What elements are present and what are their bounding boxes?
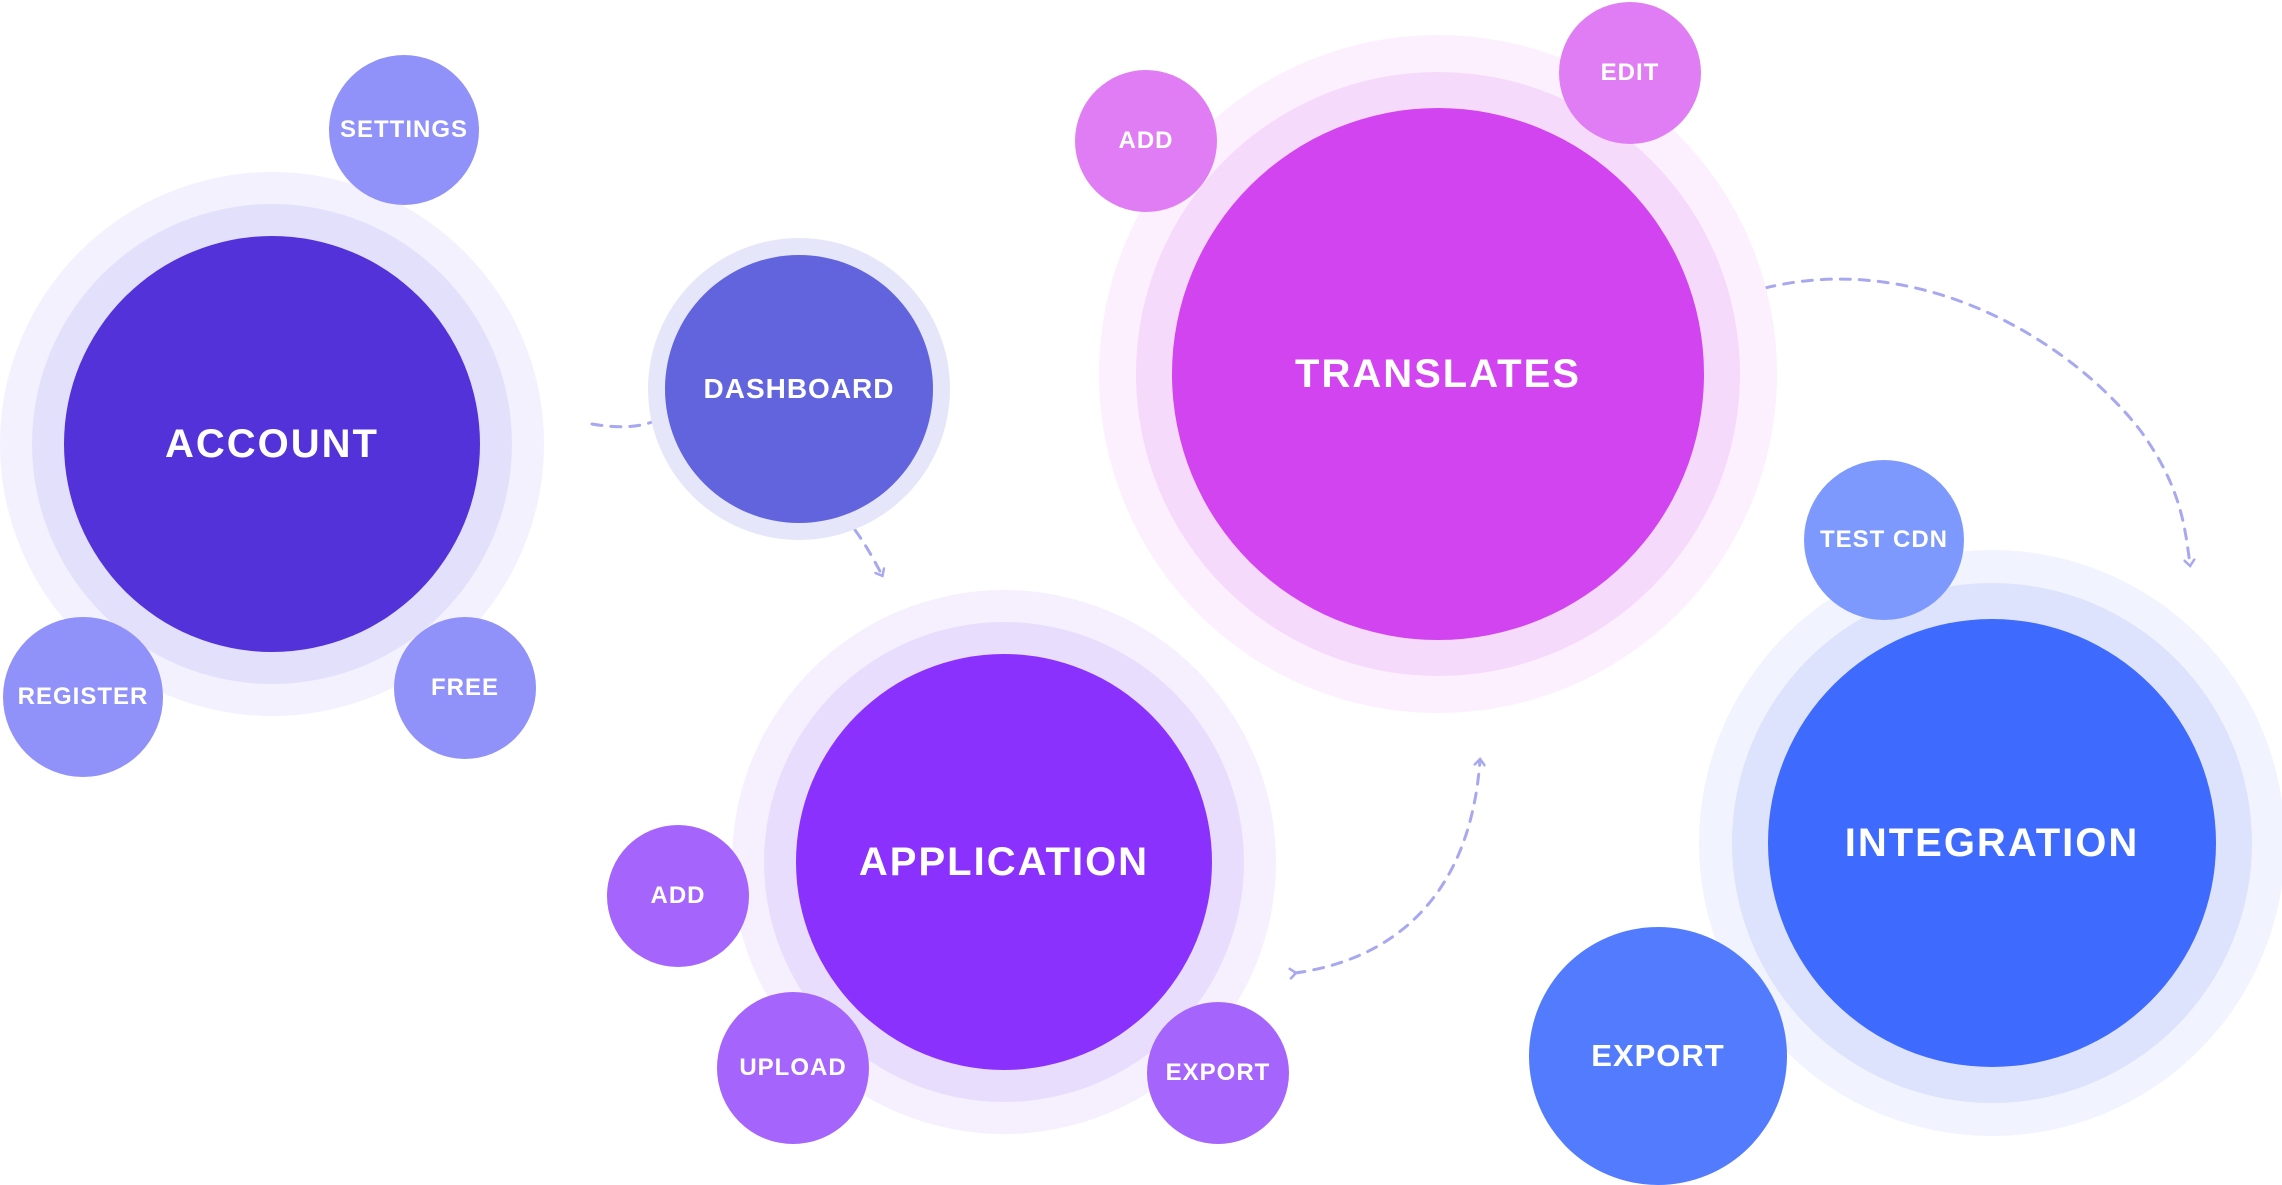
integration-test-cdn-label: TEST CDN [1820,526,1948,553]
account-settings-node[interactable]: SETTINGS [329,55,479,205]
connector-translates-integration [1763,277,2190,565]
application-add-node[interactable]: ADD [607,825,749,967]
translates-edit-node[interactable]: EDIT [1559,2,1701,144]
account-free-node[interactable]: FREE [394,617,536,759]
connector-dashboard-application [853,528,882,575]
integration-label: INTEGRATION [1844,820,2140,865]
application-label: APPLICATION [858,839,1150,884]
account-settings-label: SETTINGS [339,116,468,143]
account-register-node[interactable]: REGISTER [3,617,163,777]
translates-label: TRANSLATES [1295,351,1581,396]
integration-export-label: EXPORT [1591,1038,1725,1073]
account-node[interactable]: ACCOUNT [64,236,480,652]
application-export-label: EXPORT [1165,1059,1271,1086]
connector-application-translates [1295,760,1480,973]
account-free-label: FREE [430,674,499,701]
translates-node[interactable]: TRANSLATES [1172,108,1704,640]
connector-account-dashboard [590,420,654,429]
translates-add-node[interactable]: ADD [1075,70,1217,212]
application-upload-label: UPLOAD [739,1054,847,1081]
translates-add-label: ADD [1118,127,1174,154]
dashboard-label: DASHBOARD [703,373,895,404]
dashboard-node[interactable]: DASHBOARD [665,255,933,523]
application-node[interactable]: APPLICATION [796,654,1212,1070]
application-export-node[interactable]: EXPORT [1147,1002,1289,1144]
integration-node[interactable]: INTEGRATION [1768,619,2216,1067]
application-add-label: ADD [650,882,706,909]
integration-export-node[interactable]: EXPORT [1529,927,1787,1185]
account-label: ACCOUNT [165,421,379,466]
translates-edit-label: EDIT [1600,59,1660,86]
account-register-label: REGISTER [17,683,149,710]
integration-test-cdn-node[interactable]: TEST CDN [1804,460,1964,620]
application-upload-node[interactable]: UPLOAD [717,992,869,1144]
